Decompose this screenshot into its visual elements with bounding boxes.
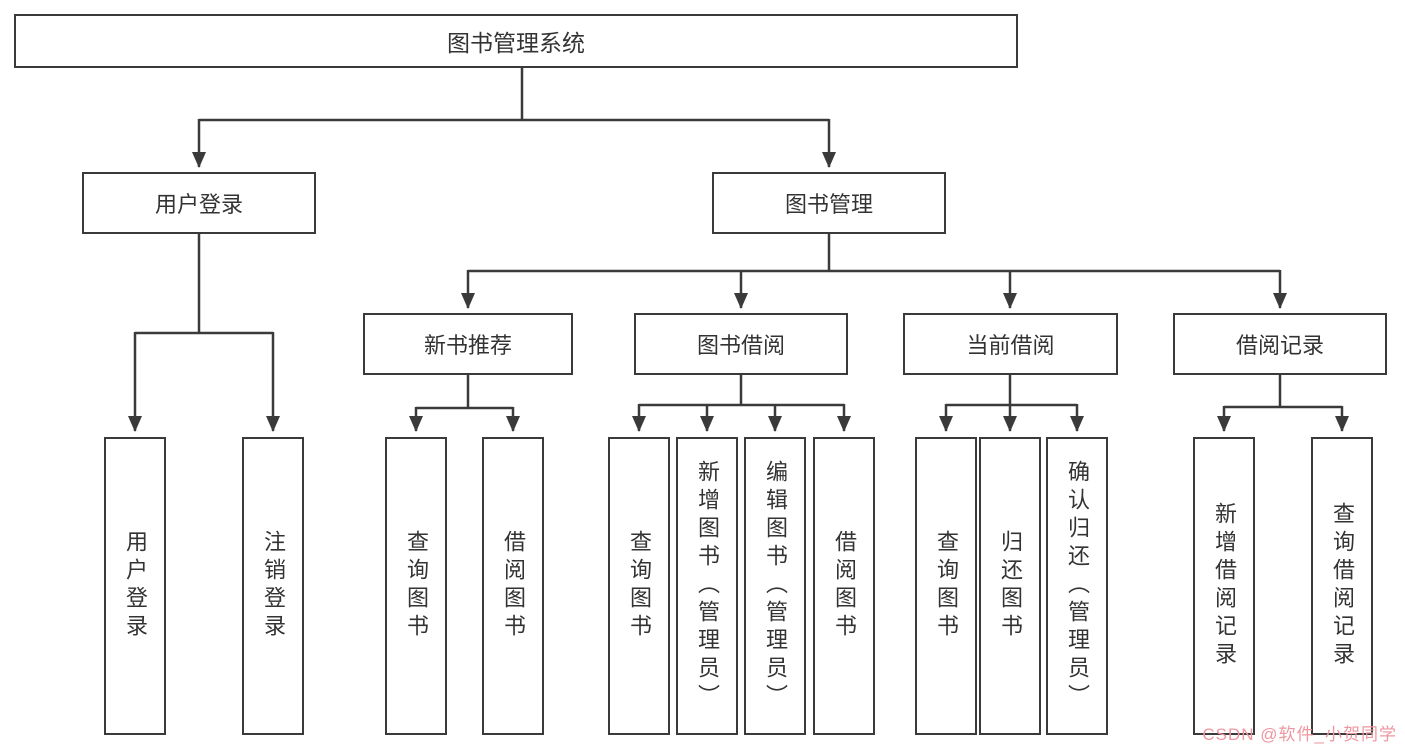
node-label: 当前借阅 — [966, 333, 1055, 358]
node-label: 编辑图书（管理员） — [763, 460, 788, 712]
leaf-logout: 注销登录 — [242, 437, 304, 735]
node-label: 查询图书 — [627, 530, 652, 642]
leaf-current-return-books: 归还图书 — [979, 437, 1041, 735]
leaf-newbook-borrow-books: 借阅图书 — [482, 437, 544, 735]
node-user-login: 用户登录 — [82, 172, 316, 234]
node-book-borrowing: 图书借阅 — [634, 313, 848, 375]
node-label: 借阅图书 — [501, 530, 526, 642]
node-new-book-recommendation: 新书推荐 — [363, 313, 573, 375]
csdn-watermark: CSDN @软件_小贺同学 — [1202, 725, 1397, 744]
leaf-borrowing-add-books-admin: 新增图书（管理员） — [676, 437, 738, 735]
node-label: 用户登录 — [123, 530, 148, 642]
node-label: 图书管理系统 — [447, 30, 585, 56]
leaf-borrowing-borrow-books: 借阅图书 — [813, 437, 875, 735]
leaf-current-query-books: 查询图书 — [915, 437, 977, 735]
node-label: 查询借阅记录 — [1330, 502, 1355, 670]
node-label: 确认归还（管理员） — [1065, 460, 1090, 712]
node-label: 新增借阅记录 — [1212, 502, 1237, 670]
leaf-borrowing-query-books: 查询图书 — [608, 437, 670, 735]
node-label: 图书借阅 — [696, 333, 785, 358]
node-label: 用户登录 — [154, 192, 243, 217]
leaf-borrowing-edit-books-admin: 编辑图书（管理员） — [744, 437, 806, 735]
leaf-newbook-query-books: 查询图书 — [385, 437, 447, 735]
node-label: 查询图书 — [934, 530, 959, 642]
node-label: 借阅记录 — [1235, 333, 1324, 358]
leaf-records-query-borrow-record: 查询借阅记录 — [1311, 437, 1373, 735]
node-label: 查询图书 — [404, 530, 429, 642]
node-current-borrowing: 当前借阅 — [903, 313, 1118, 375]
node-library-management-system: 图书管理系统 — [14, 14, 1018, 68]
node-label: 借阅图书 — [832, 530, 857, 642]
node-book-management: 图书管理 — [712, 172, 946, 234]
node-label: 新增图书（管理员） — [695, 460, 720, 712]
node-label: 注销登录 — [261, 530, 286, 642]
node-label: 归还图书 — [998, 530, 1023, 642]
node-borrowing-records: 借阅记录 — [1173, 313, 1387, 375]
node-label: 新书推荐 — [423, 333, 512, 358]
leaf-records-add-borrow-record: 新增借阅记录 — [1193, 437, 1255, 735]
leaf-user-login: 用户登录 — [104, 437, 166, 735]
leaf-current-confirm-return-admin: 确认归还（管理员） — [1046, 437, 1108, 735]
node-label: 图书管理 — [784, 192, 873, 217]
